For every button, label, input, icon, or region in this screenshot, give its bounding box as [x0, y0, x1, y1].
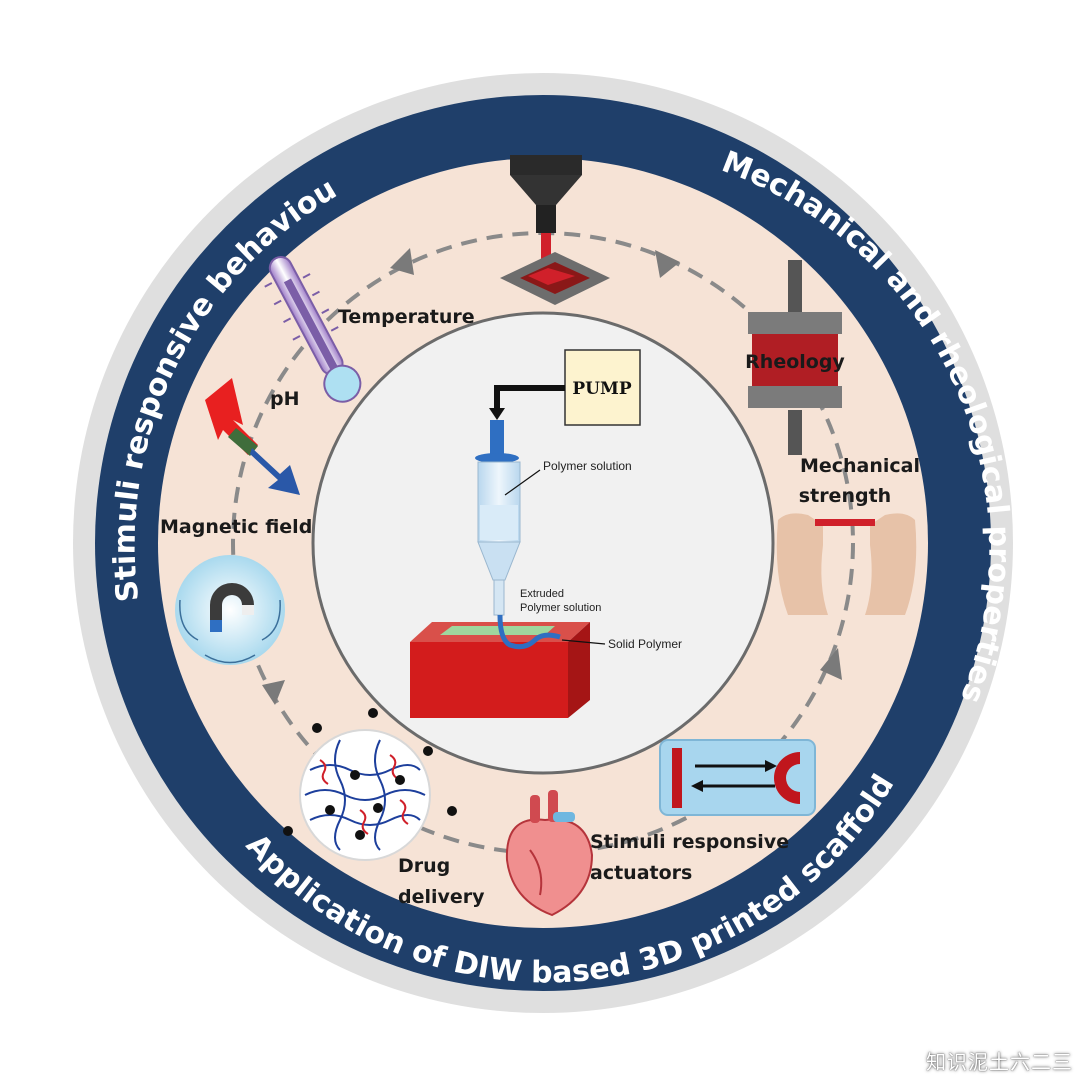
- polymer-solution-label: Polymer solution: [543, 459, 632, 473]
- cycle-arrow-right: [820, 648, 842, 680]
- hands-stretching-icon: [776, 513, 917, 615]
- solid-polymer-leader: [561, 639, 606, 645]
- rheology-label: Rheology: [745, 351, 845, 373]
- ph-label: pH: [270, 388, 300, 410]
- temperature-label: Temperature: [338, 306, 475, 328]
- extruded-label-line2: Polymer solution: [520, 602, 601, 614]
- heart-icon: [505, 790, 594, 917]
- magnet-icon: [175, 555, 285, 665]
- ph-arrow-icon: [205, 378, 300, 495]
- pump-tube: [494, 385, 565, 410]
- thermometer-icon: [264, 256, 362, 403]
- extruded-label-line1: Extruded: [520, 588, 564, 600]
- printer-nozzle-icon: [500, 155, 610, 305]
- actuator-icon: [659, 739, 816, 816]
- drug-label-line2: delivery: [398, 886, 485, 908]
- pump-tube-arrow: [489, 408, 505, 420]
- drug-network-icon: [299, 729, 431, 861]
- cycle-arrow-left: [262, 680, 285, 705]
- pump-box: PUMP: [564, 349, 641, 426]
- cycle-arrow-topright: [655, 250, 680, 278]
- mechanical-label-line1: Mechanical: [800, 455, 920, 477]
- actuators-label-line2: actuators: [590, 862, 692, 884]
- watermark: 知识泥土六二三: [926, 1050, 1073, 1074]
- actuators-label-line1: Stimuli responsive: [590, 831, 789, 853]
- magnetic-field-label: Magnetic field: [160, 516, 312, 538]
- mechanical-label-line2: strength: [799, 485, 891, 507]
- printed-block-icon: [410, 614, 590, 718]
- rheology-icon: Rheology: [745, 260, 845, 455]
- polymer-solution-leader: [504, 469, 541, 496]
- syringe-icon: [475, 420, 521, 616]
- cycle-arrow-topleft: [390, 248, 414, 275]
- solid-polymer-label: Solid Polymer: [608, 637, 682, 651]
- pump-label: PUMP: [572, 379, 631, 399]
- drug-label-line1: Drug: [398, 855, 450, 877]
- drug-particles: [283, 708, 457, 836]
